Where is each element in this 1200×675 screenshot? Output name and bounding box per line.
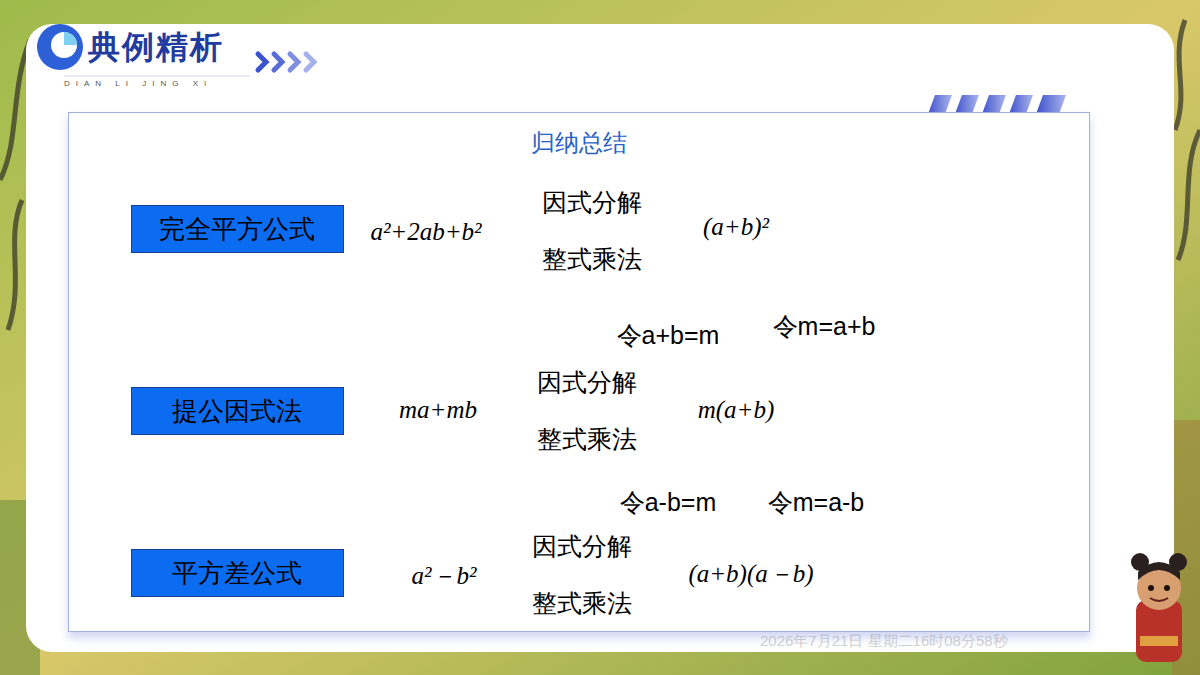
header-icon [37, 24, 83, 70]
summary-panel: 归纳总结完全平方公式 a²+2ab+b² (a+b)² 提公因式法 ma+mb m(a+b… [68, 112, 1090, 632]
formula: m(a+b) [697, 396, 776, 424]
header-chevrons [258, 54, 314, 70]
white-panel [26, 24, 1174, 652]
header-icon [64, 32, 77, 45]
expression: (a+b)(a－b) [683, 555, 818, 594]
method-box: 完全平方公式 [131, 205, 344, 253]
date-watermark: 2026年7月21日 星期二16时08分58秒 [760, 632, 1008, 651]
expression: m(a+b) [693, 394, 780, 428]
formula: a²－b² [411, 559, 478, 592]
method-name: 完全平方公式 [159, 212, 315, 247]
method-box: 平方差公式 [131, 549, 344, 597]
panel-heading: 归纳总结 [531, 127, 627, 159]
header-icon [51, 32, 77, 58]
method-name: 提公因式法 [172, 394, 302, 429]
expression: ma+mb [394, 394, 482, 428]
expression: (a+b)² [698, 211, 774, 245]
cartoon-character [1131, 553, 1187, 662]
method-box: 提公因式法 [131, 387, 344, 435]
slide-title: 典例精析 [88, 26, 224, 70]
header-rule [64, 76, 250, 77]
formula: ma+mb [398, 396, 478, 424]
formula: (a+b)(a－b) [687, 557, 814, 590]
method-name: 平方差公式 [172, 556, 302, 591]
formula: (a+b)² [702, 213, 770, 241]
expression: a²－b² [407, 557, 482, 596]
expression: a²+2ab+b² [365, 216, 486, 250]
formula: a²+2ab+b² [369, 218, 482, 246]
pinyin-subtitle: DIAN LI JING XI [64, 79, 212, 88]
